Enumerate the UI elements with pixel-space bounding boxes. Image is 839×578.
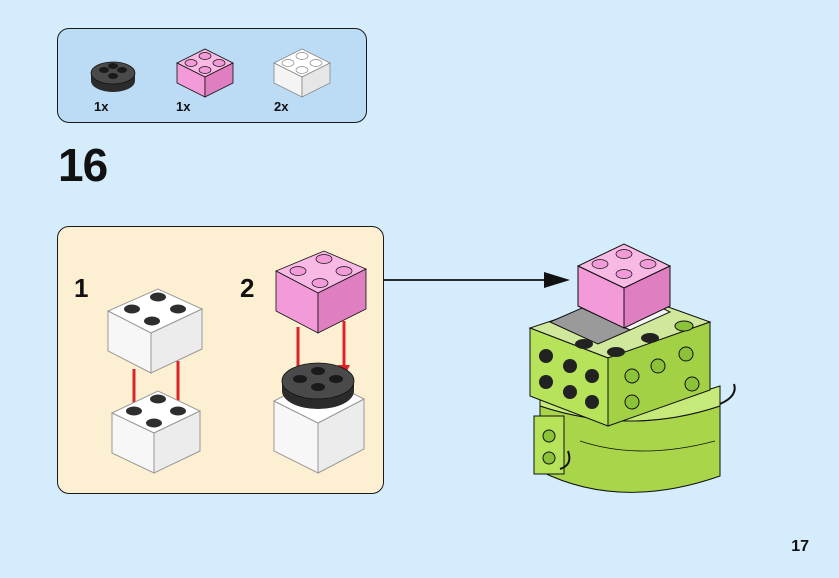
substep-number: 1	[74, 273, 89, 303]
part-quantity: 1x	[176, 99, 191, 114]
step-number: 16	[58, 139, 108, 191]
transparent-brick-icon	[273, 48, 331, 98]
black-round-plate-icon	[90, 61, 136, 92]
pink-brick-icon	[176, 48, 234, 98]
model-illustration	[528, 243, 736, 493]
substep-callout: 1 2	[57, 226, 384, 494]
part-quantity: 2x	[274, 99, 289, 114]
callout-arrow	[384, 272, 570, 288]
parts-list: 1x 1x 2x	[57, 28, 367, 123]
substep-2-illustration	[272, 250, 367, 474]
page-number: 17	[791, 538, 809, 555]
substep-1-illustration	[106, 288, 204, 474]
part-quantity: 1x	[94, 99, 109, 114]
substep-number: 2	[240, 273, 255, 303]
